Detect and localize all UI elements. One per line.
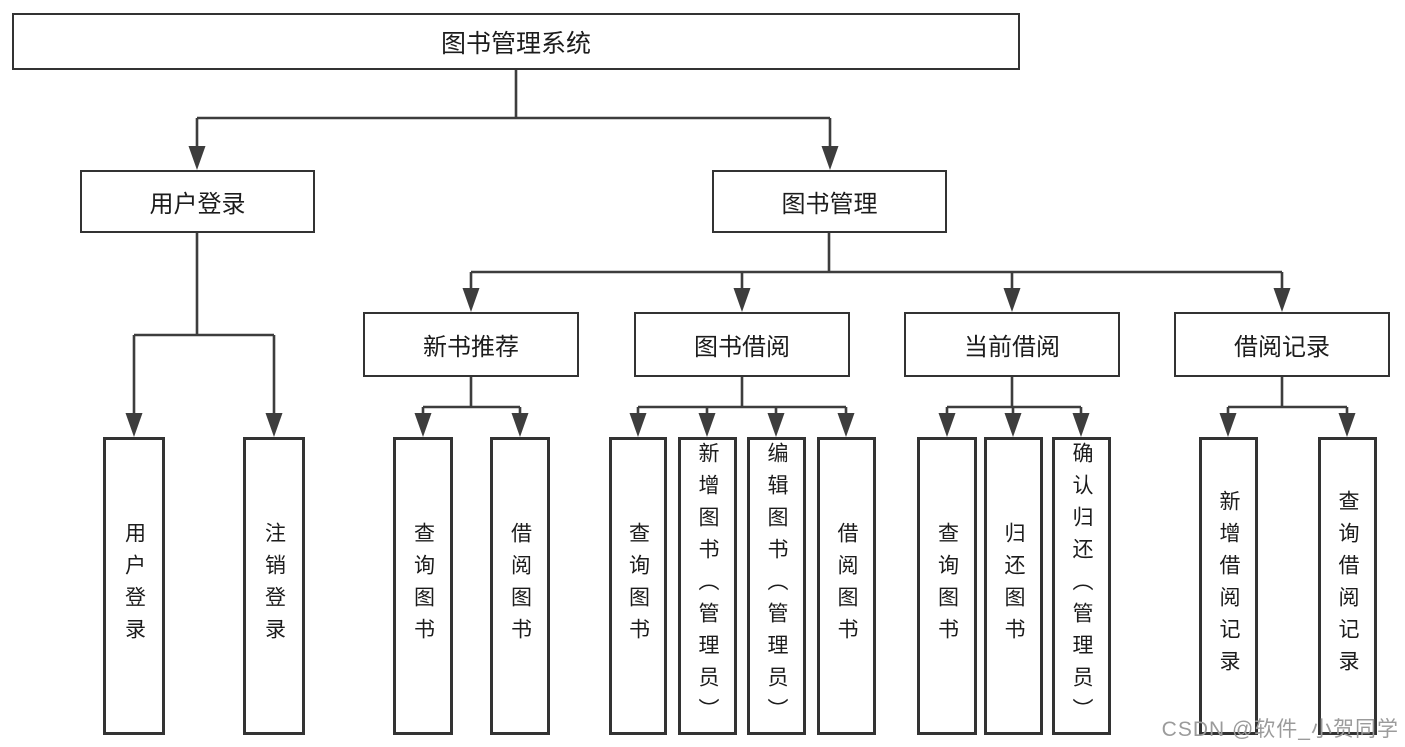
node-label: 当前借阅 [964,334,1060,361]
node-label: 新书推荐 [423,334,519,361]
node-label: 用户登录 [149,191,246,218]
csdn-watermark: CSDN @软件_小贺同学 [1161,718,1399,741]
leaf-label: 编辑图书（管理员） [765,442,788,730]
leaf-return-book: 归还图书 [984,437,1043,735]
node-new-book-recommend: 新书推荐 [363,312,579,377]
leaf-query-books-borrowing: 查询图书 [609,437,667,735]
leaf-label: 查询借阅记录 [1336,490,1359,682]
leaf-confirm-return-admin: 确认归还（管理员） [1052,437,1111,735]
leaf-borrow-books: 借阅图书 [817,437,876,735]
node-root-library-system: 图书管理系统 [12,13,1020,70]
leaf-label: 查询图书 [935,522,959,650]
leaf-label: 新增借阅记录 [1217,490,1240,682]
leaf-label: 注销登录 [262,522,286,650]
leaf-label: 用户登录 [122,522,146,650]
node-book-borrowing: 图书借阅 [634,312,850,377]
arrowheads [125,146,1356,437]
node-label: 借阅记录 [1234,334,1330,361]
leaf-label: 借阅图书 [835,522,858,650]
node-label: 图书管理系统 [440,29,591,58]
leaf-add-borrow-record: 新增借阅记录 [1199,437,1258,735]
node-label: 图书管理 [781,191,878,218]
leaf-edit-book-admin: 编辑图书（管理员） [747,437,806,735]
node-borrowing-records: 借阅记录 [1174,312,1390,377]
leaf-label: 借阅图书 [508,522,532,650]
leaf-user-login: 用户登录 [103,437,165,735]
node-book-management: 图书管理 [712,170,947,233]
leaf-label: 查询图书 [626,522,650,650]
node-user-login: 用户登录 [80,170,315,233]
leaf-label: 新增图书（管理员） [696,442,719,730]
leaf-label: 查询图书 [411,522,435,650]
leaf-query-books-current: 查询图书 [917,437,977,735]
leaf-label: 确认归还（管理员） [1070,442,1093,730]
leaf-query-books-recommend: 查询图书 [393,437,453,735]
node-current-borrowing: 当前借阅 [904,312,1120,377]
leaf-borrow-books-recommend: 借阅图书 [490,437,550,735]
leaf-label: 归还图书 [1002,522,1025,650]
leaf-add-book-admin: 新增图书（管理员） [678,437,737,735]
node-label: 图书借阅 [694,334,790,361]
leaf-query-borrow-record: 查询借阅记录 [1318,437,1377,735]
leaf-logout: 注销登录 [243,437,305,735]
